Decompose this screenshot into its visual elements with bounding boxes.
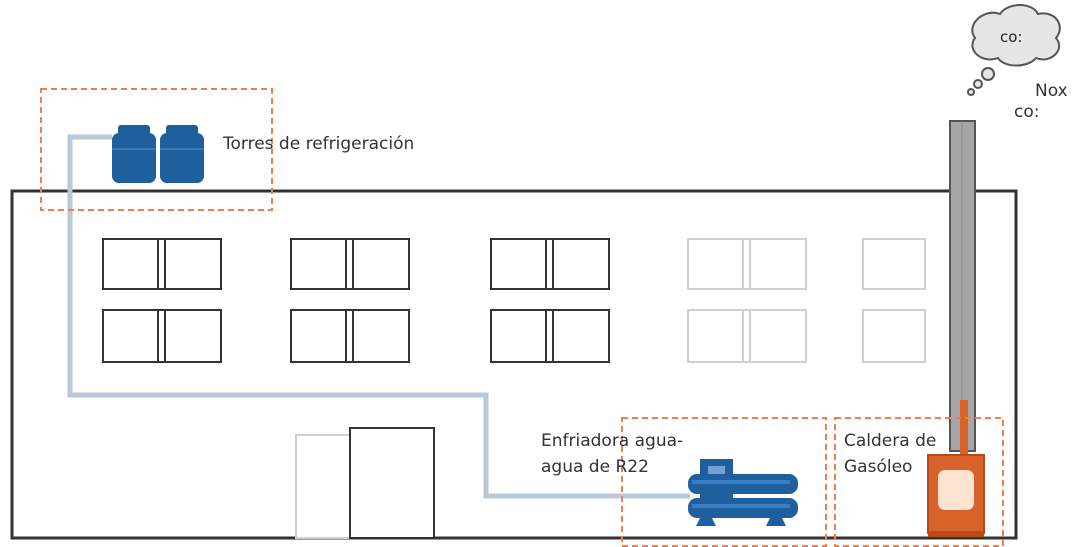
highlight-boxes	[40, 88, 1004, 547]
chiller-label-line2: agua de R22	[541, 457, 649, 477]
chiller-highlight	[621, 417, 827, 547]
boiler-label-line2: Gasóleo	[844, 457, 912, 477]
emission-nox-label: Nox	[1035, 81, 1068, 101]
boiler-icon	[927, 454, 985, 537]
window	[687, 238, 807, 290]
windows	[102, 238, 610, 363]
cooling-pipe	[67, 134, 690, 499]
faded-windows	[295, 238, 926, 539]
window	[102, 238, 222, 290]
door	[349, 427, 435, 539]
window	[862, 309, 926, 363]
boiler-highlight	[834, 417, 1004, 547]
window	[490, 309, 610, 363]
chiller-icon	[688, 459, 798, 526]
window	[290, 238, 410, 290]
window	[490, 238, 610, 290]
window	[102, 309, 222, 363]
window	[862, 238, 926, 290]
emission-co-label: co:	[1014, 102, 1039, 122]
smoke-cloud-icon	[967, 4, 1061, 96]
window	[687, 309, 807, 363]
cloud-text: co:	[1000, 28, 1022, 46]
cooling-towers-label: Torres de refrigeración	[222, 134, 414, 154]
boiler-label-line1: Caldera de	[844, 431, 936, 451]
chiller-label-line1: Enfriadora agua-	[541, 431, 683, 451]
towers-highlight	[40, 88, 273, 211]
window	[290, 309, 410, 363]
boiler-flue	[960, 400, 968, 455]
building-outline	[10, 189, 1018, 540]
cooling-tower-icon	[112, 125, 204, 183]
